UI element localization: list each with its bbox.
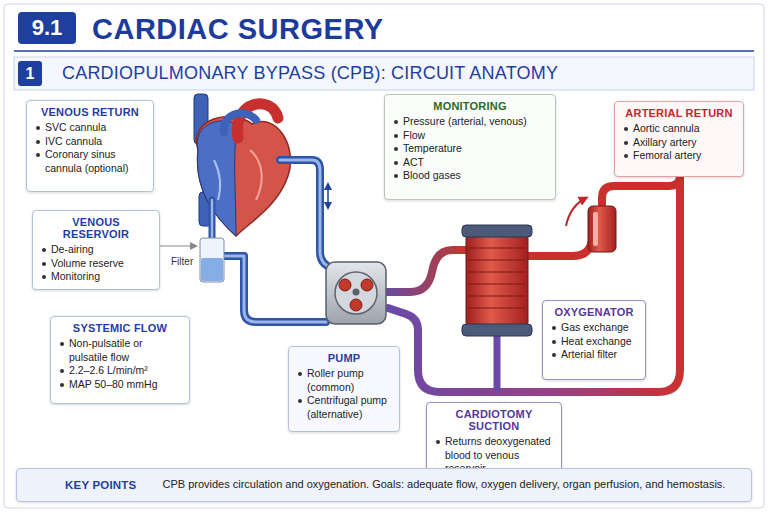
reservoir-fluid [201, 258, 223, 281]
box-heading: CARDIOTOMY SUCTION [434, 408, 554, 432]
list-item: MAP 50–80 mmHg [58, 378, 182, 392]
list-item: De-airing [40, 243, 152, 257]
subtitle: CARDIOPULMONARY BYPASS (CPB): CIRCUIT AN… [62, 63, 558, 84]
arterial-filter [588, 206, 616, 252]
suction-loop-line [388, 186, 680, 392]
arterial-line [602, 176, 680, 208]
list-item: SVC cannula [34, 121, 146, 135]
oxygenator-drain-line [494, 334, 501, 392]
venous-line [280, 160, 332, 268]
pulmonary-artery [224, 113, 256, 132]
header-rule [14, 50, 754, 52]
page-frame [4, 4, 764, 508]
oxygenator-cap [462, 324, 532, 336]
oxygenator-body [466, 232, 528, 328]
list-item: Axillary artery [622, 136, 736, 150]
info-box: SYSTEMIC FLOW Non-pulsatile or pulsatile … [50, 316, 190, 404]
box-heading: SYSTEMIC FLOW [58, 322, 182, 334]
venous-reservoir [200, 238, 224, 282]
box-heading: VENOUS RESERVOIR [40, 216, 152, 240]
box-heading: OXYGENATOR [550, 306, 638, 318]
flow-arrow [566, 198, 586, 226]
venous-line [224, 256, 326, 322]
reservoir-vessel [200, 238, 224, 282]
info-box: VENOUS RETURN SVC cannulaIVC cannulaCoron… [26, 100, 154, 192]
heart-highlight [250, 150, 262, 200]
subtitle-band [14, 57, 754, 90]
part-label: Filter [171, 256, 193, 267]
box-heading: KEY POINTS [65, 479, 136, 491]
roller-pump [326, 262, 386, 324]
info-box: OXYGENATOR Gas exchangeHeat exchangeArter… [542, 300, 646, 380]
list-item: Aortic cannula [622, 122, 736, 136]
right-heart [197, 121, 238, 236]
arterial-line [676, 176, 684, 186]
list-item: Flow [392, 129, 548, 143]
info-box: PUMP Roller pump (common)Centrifugal pump… [288, 346, 400, 432]
heart-highlight [214, 160, 220, 200]
list-item: CPB provides circulation and oxygenation… [162, 478, 725, 492]
box-heading: ARTERIAL RETURN [622, 107, 736, 119]
list-item: IVC cannula [34, 135, 146, 149]
list-item: Temperature [392, 142, 548, 156]
box-heading: MONITORING [392, 100, 548, 112]
oxygenator-illustration [462, 225, 532, 336]
pump-housing [326, 262, 386, 324]
info-box: VENOUS RESERVOIR De-airingVolume reserveM… [32, 210, 160, 290]
list-item: Gas exchange [550, 321, 638, 335]
box-heading: PUMP [296, 352, 392, 364]
flow-arrow [327, 184, 329, 208]
info-box: ARTERIAL RETURN Aortic cannulaAxillary ar… [614, 101, 744, 177]
pump-roller [361, 279, 373, 291]
pump-outflow-line [386, 250, 466, 292]
filter-highlight [593, 212, 598, 246]
venous-line [211, 200, 214, 238]
list-item: Centrifugal pump (alternative) [296, 394, 392, 421]
list-item: 2.2–2.6 L/min/m² [58, 364, 182, 378]
oxygenator-cap [462, 225, 532, 237]
list-item: Femoral artery [622, 149, 736, 163]
list-item: Volume reserve [40, 257, 152, 271]
subsection-badge: 1 [18, 61, 42, 86]
list-item: Blood gases [392, 169, 548, 183]
venous-line [280, 160, 332, 268]
info-box: MONITORING Pressure (arterial, venous)Flo… [384, 94, 556, 200]
list-item: Heat exchange [550, 335, 638, 349]
arterial-line [528, 240, 592, 256]
venous-line [209, 200, 216, 238]
pump-hub [353, 289, 360, 296]
leader-line [160, 246, 196, 247]
list-item: Monitoring [40, 270, 152, 284]
oxygenator-fibres [468, 248, 526, 308]
pump-head [335, 272, 377, 314]
box-heading: VENOUS RETURN [34, 106, 146, 118]
list-item: Arterial filter [550, 348, 638, 362]
list-item: ACT [392, 156, 548, 170]
heart-illustration [194, 94, 290, 236]
pump-roller [350, 299, 362, 311]
filter-body [588, 206, 616, 252]
page-title: CARDIAC SURGERY [92, 13, 384, 46]
list-item: Coronary sinus cannula (optional) [34, 148, 146, 175]
pump-roller [339, 279, 351, 291]
section-badge: 9.1 [18, 12, 76, 44]
venous-tubing [212, 160, 332, 322]
list-item: Non-pulsatile or pulsatile flow [58, 337, 182, 364]
list-item: Pressure (arterial, venous) [392, 115, 548, 129]
list-item: Roller pump (common) [296, 367, 392, 394]
venous-line [224, 256, 326, 322]
key-points-bar: KEY POINTS CPB provides circulation and o… [16, 468, 752, 502]
